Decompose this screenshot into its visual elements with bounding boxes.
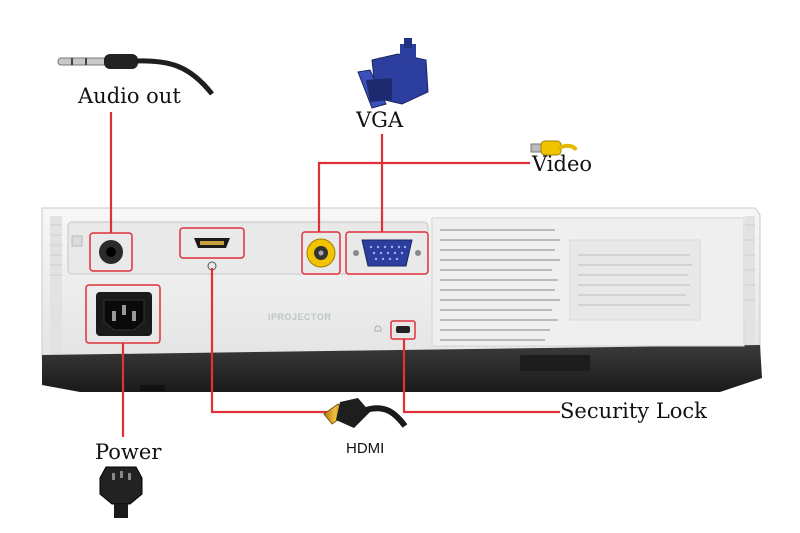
security-callout-line (402, 339, 560, 414)
audio-out-label: Audio out (78, 84, 181, 108)
audio-out-port (71, 232, 133, 272)
vga-plug-icon (357, 38, 429, 109)
video-label: Video (532, 152, 593, 176)
watermark: IPROJECTOR (268, 312, 332, 322)
video-callout-line (317, 161, 530, 232)
hdmi-port (179, 227, 245, 271)
hdmi-callout-line (210, 268, 330, 414)
video-port (301, 231, 341, 275)
power-port (85, 284, 161, 344)
audio-jack-plug-icon (57, 54, 214, 96)
power-plug-icon (99, 466, 143, 518)
rca-plug-icon (530, 140, 578, 156)
power-label: Power (95, 440, 162, 464)
hdmi-plug-icon (323, 398, 408, 428)
hdmi-label: HDMI (346, 440, 385, 457)
callout-lines (109, 112, 560, 437)
warning-sticker (440, 229, 692, 341)
security-lock-label: Security Lock (560, 399, 707, 423)
vga-port (345, 231, 429, 275)
vga-label: VGA (356, 108, 404, 132)
